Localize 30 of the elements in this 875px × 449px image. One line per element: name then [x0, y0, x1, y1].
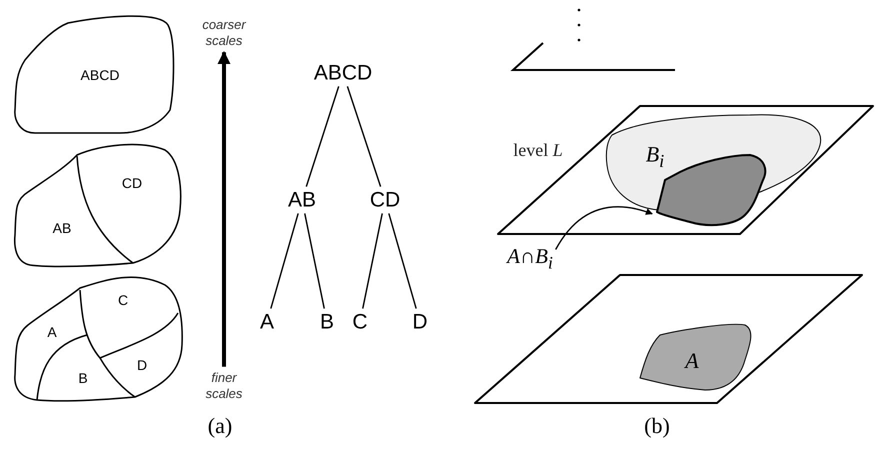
tree-branch	[304, 213, 325, 309]
region-label: D	[136, 358, 148, 372]
intersection-label: A∩B$_{i}$	[507, 246, 553, 272]
tree-branch	[346, 86, 382, 187]
tree-node-label: ABCD	[314, 62, 372, 84]
panel-caption: (b)	[644, 413, 670, 439]
region-label: A	[47, 325, 57, 339]
tree-node-label: B	[320, 312, 334, 332]
panel-caption: (a)	[208, 413, 232, 439]
region-label: CD	[122, 176, 142, 190]
tree-branch	[306, 86, 340, 187]
tree-node-label: D	[412, 312, 428, 332]
tree-node-label: AB	[288, 190, 316, 210]
plane-label: level L	[513, 141, 563, 159]
tree-branch	[362, 213, 383, 309]
tree-node-label: A	[260, 312, 274, 332]
arrow	[218, 50, 230, 367]
region-label: AB	[52, 221, 72, 235]
region-label: A	[685, 350, 699, 372]
region-label: C	[118, 293, 128, 307]
tree-branch	[270, 213, 299, 309]
scale-label: coarser scales	[201, 16, 247, 50]
arrow	[555, 206, 653, 250]
tree-node-label: CD	[370, 190, 400, 210]
region-label: B	[78, 371, 88, 385]
region-label: ABCD	[80, 68, 120, 82]
tree-branch	[388, 213, 417, 309]
scale-label: finer scales	[204, 370, 244, 402]
tree-node-label: C	[352, 312, 368, 332]
region-label: B$_{i}$	[646, 144, 664, 170]
